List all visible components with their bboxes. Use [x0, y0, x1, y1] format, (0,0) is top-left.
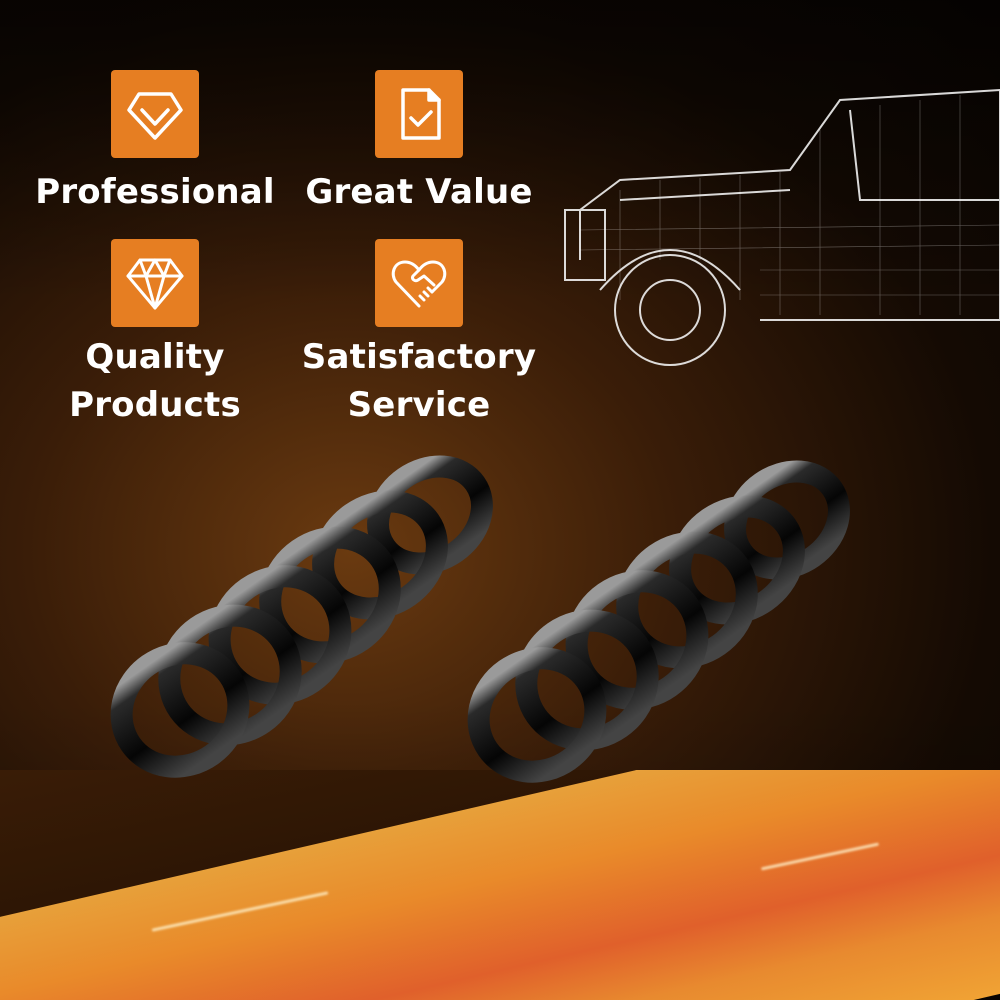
feature-professional: Professional	[15, 70, 295, 216]
feature-label-line-1: Satisfactory	[301, 337, 537, 377]
feature-label: Professional	[35, 172, 275, 212]
heart-handshake-icon	[375, 239, 463, 327]
feature-satisfactory-service: Satisfactory Service	[279, 239, 559, 429]
document-check-icon	[375, 70, 463, 158]
truck-wireframe-image	[564, 88, 1000, 366]
feature-label-line-2: Service	[347, 385, 491, 425]
coil-spring-right-image	[467, 460, 850, 783]
feature-quality-products: Quality Products	[15, 239, 295, 429]
feature-label: Great Value	[305, 172, 533, 212]
gem-check-icon	[111, 70, 199, 158]
feature-label-line-2: Products	[69, 385, 241, 425]
feature-great-value: Great Value	[279, 70, 559, 216]
coil-spring-left-image	[110, 455, 493, 778]
diamond-icon	[111, 239, 199, 327]
feature-label-line-1: Quality	[85, 337, 225, 377]
